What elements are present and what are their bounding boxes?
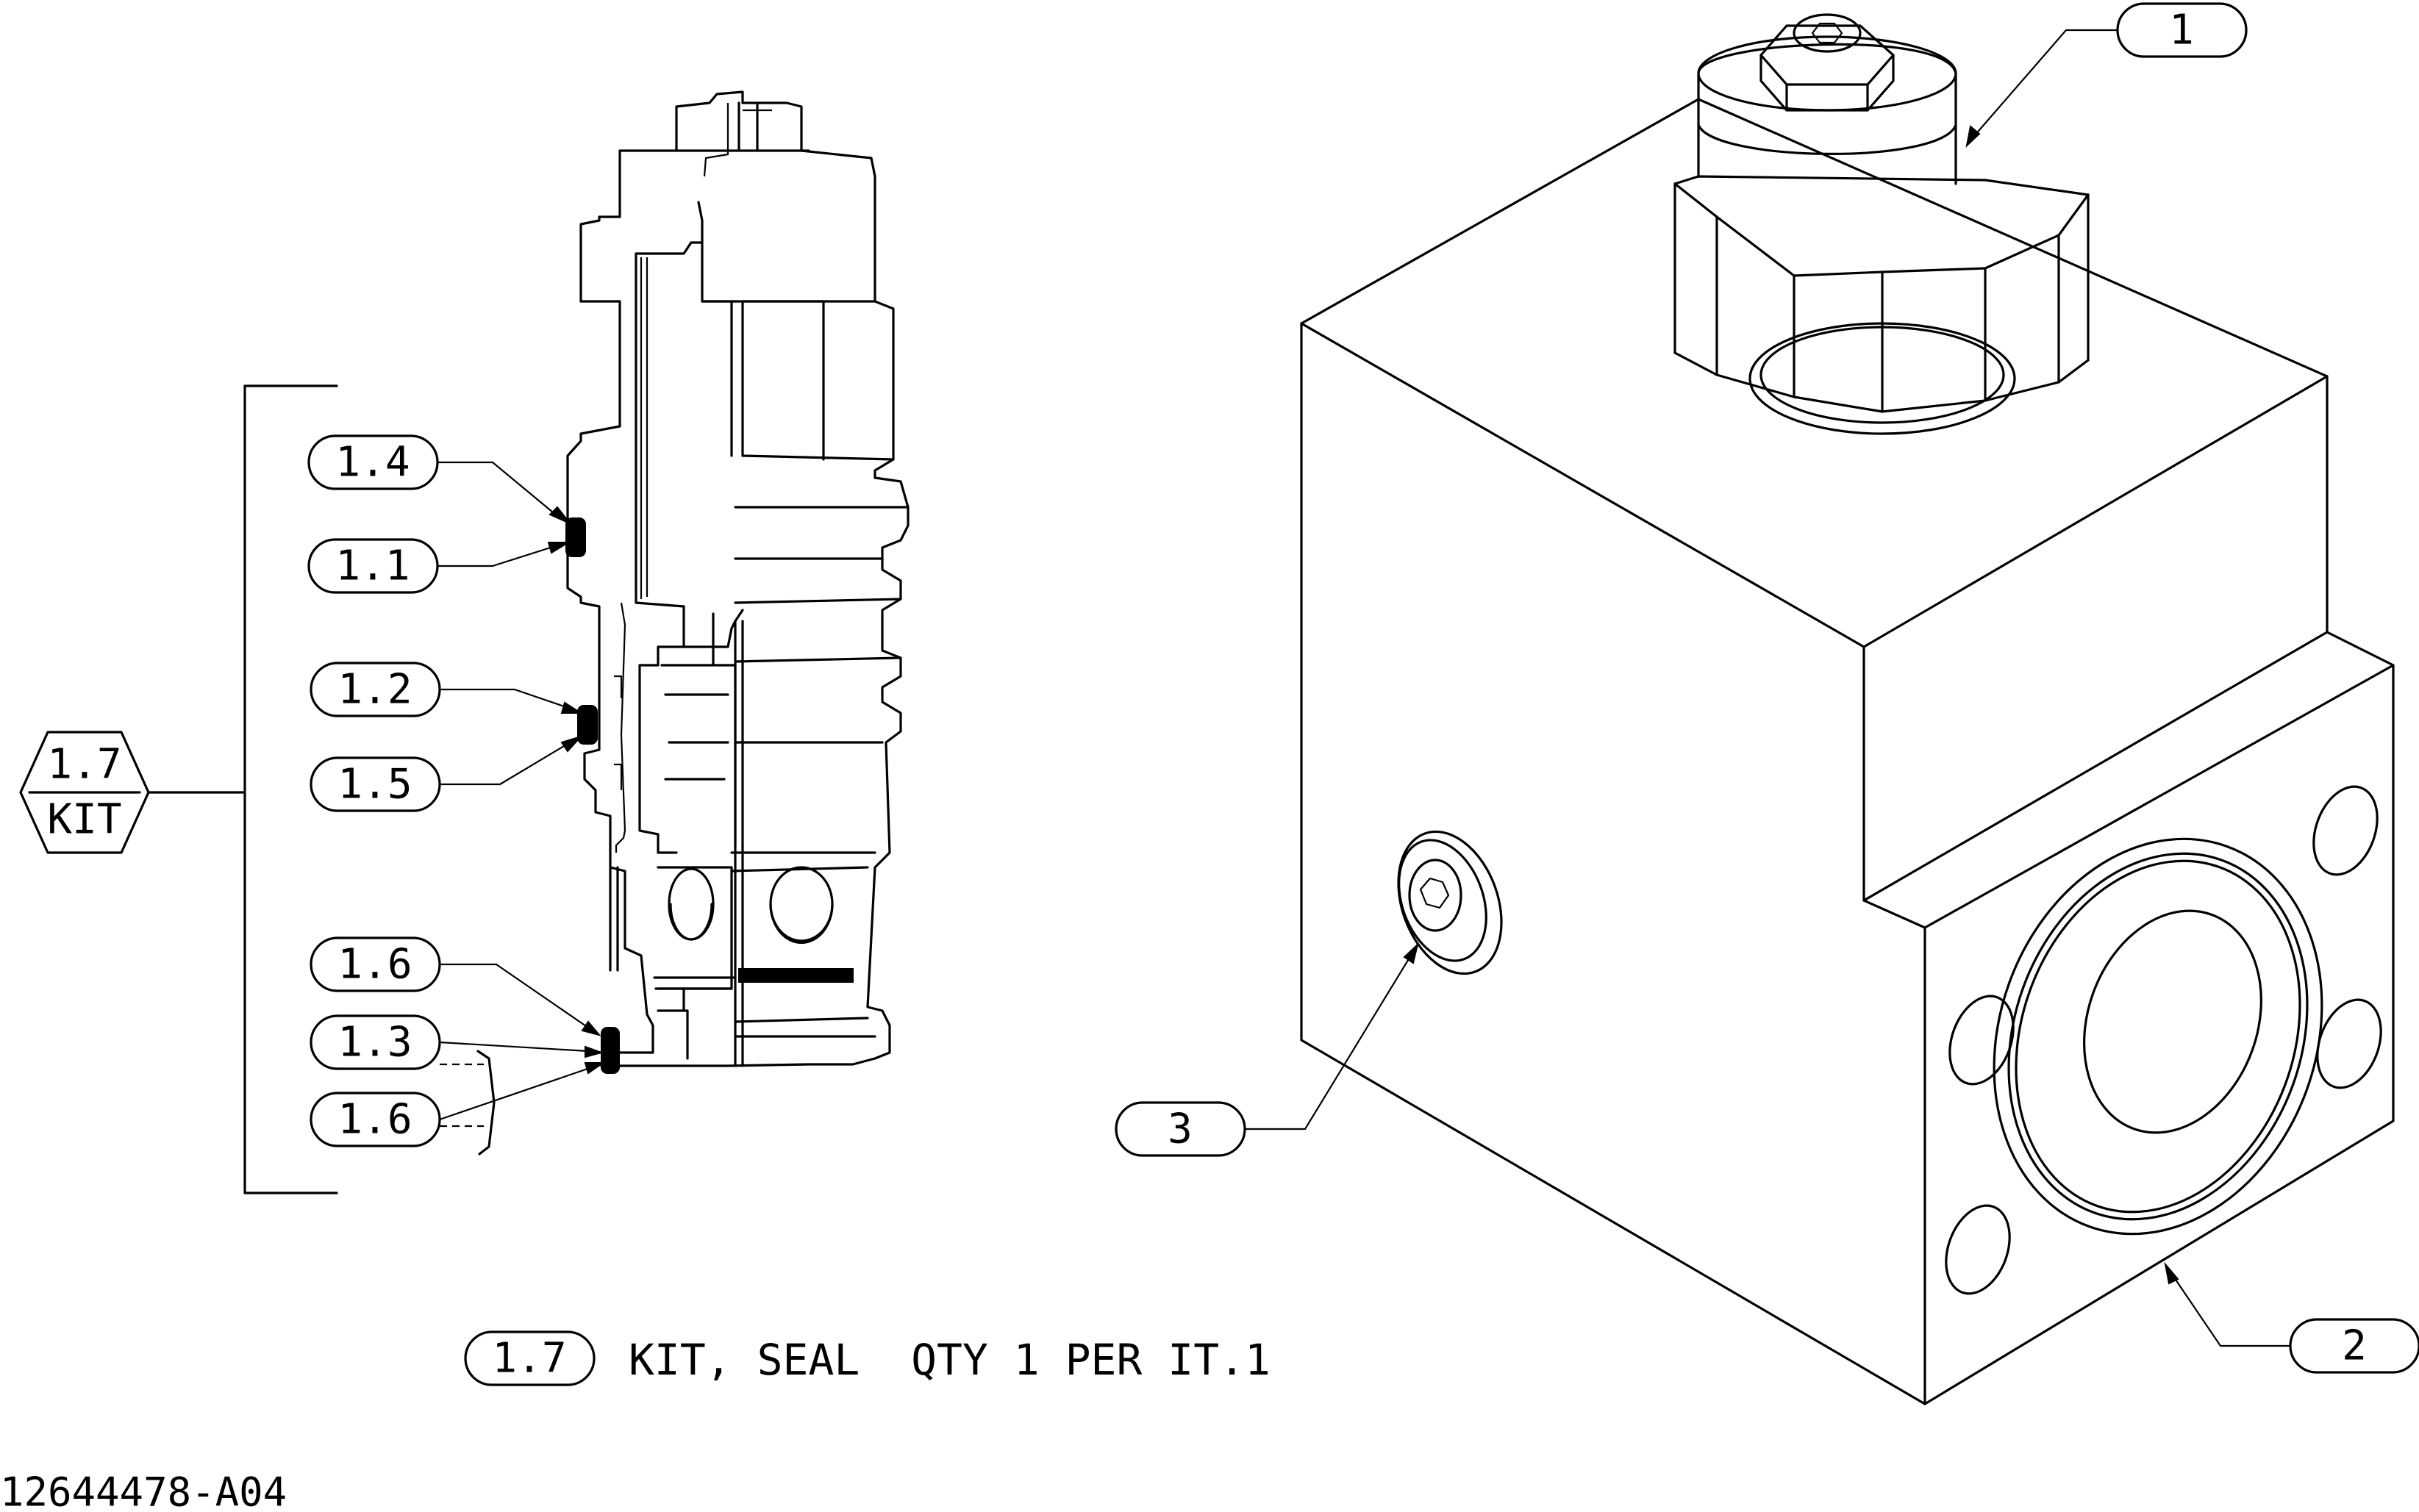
callout-1-4: 1.4	[307, 434, 571, 524]
svg-text:1.6: 1.6	[337, 941, 412, 989]
drawing-number: 12644478-A04	[0, 1469, 287, 1512]
note-text: KIT, SEAL QTY 1 PER IT.1	[629, 1335, 1271, 1385]
cartridge-valve-installed	[1673, 13, 2090, 435]
callout-1-6-top: 1.6	[310, 936, 601, 1036]
svg-text:1.3: 1.3	[337, 1019, 412, 1067]
svg-text:1.5: 1.5	[337, 761, 412, 809]
kit-hex-label: KIT	[47, 796, 121, 844]
svg-text:1.4: 1.4	[335, 439, 410, 487]
note-item-number: 1.7	[492, 1335, 566, 1383]
svg-text:1.6: 1.6	[337, 1096, 412, 1144]
kit-hexagon-symbol: 1.7 KIT	[19, 731, 150, 854]
callout-1-3: 1.3	[310, 1014, 604, 1070]
svg-text:2: 2	[2342, 1322, 2367, 1370]
svg-text:1: 1	[2169, 7, 2194, 54]
manifold-block	[1300, 98, 2395, 1405]
svg-text:1.1: 1.1	[335, 542, 410, 590]
callout-1-5: 1.5	[310, 734, 584, 812]
callout-1-6-bottom: 1.6	[310, 1062, 606, 1147]
callout-1-2: 1.2	[310, 662, 584, 717]
callout-1-1: 1.1	[307, 538, 571, 594]
kit-bracket	[147, 384, 338, 1194]
callout-1: 1	[1965, 2, 2248, 148]
kit-hex-number: 1.7	[47, 741, 121, 789]
kit-note: 1.7 KIT, SEAL QTY 1 PER IT.1	[464, 1330, 1271, 1386]
svg-text:3: 3	[1168, 1106, 1193, 1153]
svg-text:1.2: 1.2	[337, 666, 412, 714]
cartridge-valve-section	[440, 90, 910, 1156]
callout-2: 2	[2164, 1261, 2419, 1374]
callout-3: 3	[1115, 942, 1419, 1157]
